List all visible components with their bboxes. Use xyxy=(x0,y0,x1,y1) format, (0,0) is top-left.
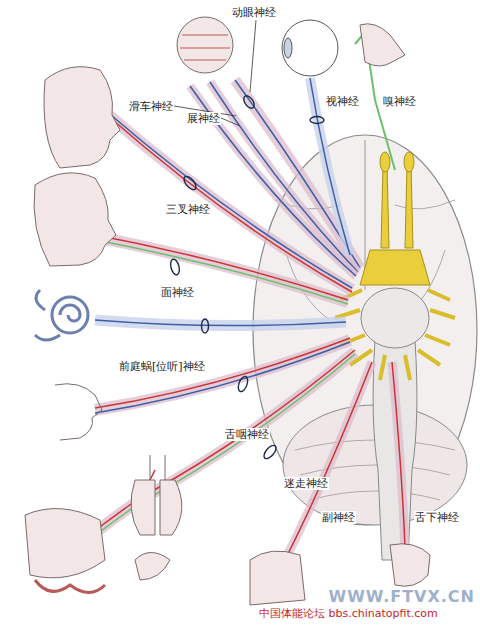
accessory-band xyxy=(285,362,372,560)
nerve-label: 迷走神经 xyxy=(283,477,329,490)
stomach-liver xyxy=(25,509,105,578)
nerve-label: 动眼神经 xyxy=(231,6,277,19)
ring xyxy=(310,117,324,124)
ring xyxy=(202,319,209,333)
ring xyxy=(262,443,278,460)
head-profile xyxy=(44,67,120,168)
face-profile xyxy=(34,173,116,266)
chin-tongue xyxy=(390,544,430,587)
nerve-label: 嗅神经 xyxy=(382,95,417,108)
nerve-label: 三叉神经 xyxy=(165,203,211,216)
olfactory-bulb xyxy=(404,152,414,172)
nerve-rings xyxy=(169,94,324,461)
nose xyxy=(360,24,405,66)
mouth-profile xyxy=(55,384,102,440)
nerve-label: 舌咽神经 xyxy=(224,428,270,441)
lens xyxy=(284,38,292,58)
eye-muscle-bands xyxy=(180,35,230,60)
glossopharyngeal-band xyxy=(95,340,350,410)
nerve-label: 副神经 xyxy=(321,511,356,524)
nerve-bands xyxy=(80,32,405,560)
ring xyxy=(242,94,257,110)
accessory-fiber xyxy=(285,362,372,560)
nerve-label: 展神经 xyxy=(186,112,221,125)
nerve-label: 滑车神经 xyxy=(128,100,174,113)
olfactory-tract xyxy=(381,165,413,248)
eyeball xyxy=(282,20,338,76)
semicircular-canal xyxy=(35,290,60,340)
vestibulocochlear-fiber xyxy=(95,320,346,326)
vagus-fiber xyxy=(80,354,355,548)
nerve-label: 面神经 xyxy=(160,286,195,299)
olfactory-bulb xyxy=(380,152,390,172)
pharynx xyxy=(135,553,170,581)
lungs xyxy=(131,480,182,535)
eye-muscles xyxy=(177,17,233,73)
ring xyxy=(237,375,250,393)
watermark: WWW.FTVX.CN xyxy=(328,588,477,606)
glossopharyngeal-fiber xyxy=(95,342,350,413)
trachea xyxy=(150,455,165,480)
cochlea xyxy=(52,297,88,333)
facial-fiber xyxy=(85,238,348,304)
nerve-label: 前庭蜗[位听]神经 xyxy=(118,360,206,373)
hypoglossal-fiber xyxy=(392,362,405,548)
target-organs xyxy=(25,17,430,605)
watermark: 中国体能论坛 bbs.chinatopfit.com xyxy=(258,607,439,620)
nerve-label: 视神经 xyxy=(325,95,360,108)
pons xyxy=(361,288,429,348)
hypoglossal-band xyxy=(392,362,405,548)
intestine xyxy=(35,580,105,593)
ring xyxy=(169,258,181,276)
glossopharyngeal-fiber xyxy=(95,338,350,408)
ring xyxy=(182,174,198,191)
neck xyxy=(250,551,305,605)
vestibulocochlear-band xyxy=(95,320,346,326)
nerve-label: 舌下神经 xyxy=(414,511,460,524)
optic-chiasm xyxy=(360,250,430,285)
vagus-fiber xyxy=(80,350,355,543)
